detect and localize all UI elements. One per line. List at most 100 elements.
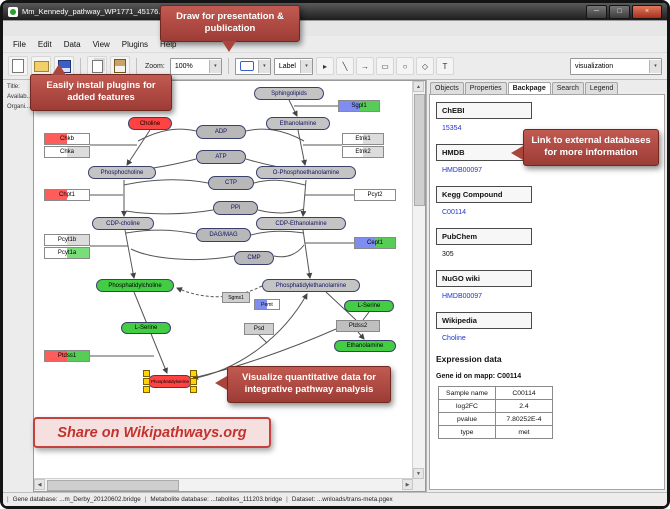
selection-handle[interactable] <box>190 386 197 393</box>
node-phosphatidylserine[interactable]: Phosphatidylserine <box>148 375 192 388</box>
table-cell: 2.4 <box>495 399 553 413</box>
label-tool[interactable]: T <box>435 57 454 75</box>
visualization-combobox[interactable]: visualization ▾ <box>570 57 662 75</box>
open-file-button[interactable] <box>31 56 51 76</box>
vertical-scrollbar[interactable]: ▲ ▼ <box>412 81 425 479</box>
toolbar-separator <box>227 58 229 74</box>
ellipse-tool[interactable]: ○ <box>395 57 414 75</box>
node-phosphocholine[interactable]: Phosphocholine <box>88 166 156 179</box>
node-pcyt1b[interactable]: Pcyt1b <box>44 234 90 246</box>
node-sgpl1[interactable]: Sgpl1 <box>338 100 380 112</box>
chevron-down-icon: ▾ <box>257 59 270 73</box>
menu-bar: File Edit Data View Plugins Help <box>3 36 667 53</box>
database-link[interactable]: 15354 <box>442 125 462 132</box>
database-link[interactable]: HMDB00097 <box>442 167 483 174</box>
datanode-combobox[interactable]: ▾ <box>234 57 271 75</box>
menu-item-file[interactable]: File <box>13 39 26 49</box>
divider: | <box>286 496 288 503</box>
database-link[interactable]: Choline <box>442 335 466 342</box>
node-ethanolamine[interactable]: Ethanolamine <box>334 340 396 352</box>
tab-backpage[interactable]: Backpage <box>507 82 551 94</box>
selection-tool[interactable]: ▸ <box>315 57 334 75</box>
menu-item-view[interactable]: View <box>92 39 110 49</box>
horizontal-scrollbar[interactable]: ◀ ▶ <box>34 478 413 491</box>
chevron-down-icon: ▾ <box>299 59 312 73</box>
scrollbar-corner <box>413 479 425 491</box>
node-phosphatidylcholine[interactable]: Phosphatidylcholine <box>96 279 174 292</box>
tab-properties[interactable]: Properties <box>464 82 507 94</box>
callout-visualize-pointer <box>215 376 227 390</box>
toolbar-separator <box>136 58 137 74</box>
node-ptdss1[interactable]: Ptdss1 <box>44 350 90 362</box>
node-cdp-ethanolamine[interactable]: CDP-Ethanolamine <box>256 217 346 230</box>
node-dag-mag[interactable]: DAG/MAG <box>196 228 251 242</box>
node-cept1[interactable]: Cept1 <box>354 237 396 249</box>
zoom-combobox[interactable]: 100% ▾ <box>169 57 222 75</box>
node-psd[interactable]: Psd <box>244 323 274 335</box>
maximize-button[interactable]: □ <box>609 4 630 19</box>
line-tool[interactable]: ╲ <box>335 57 354 75</box>
info-label-title: Title: <box>7 84 20 90</box>
selection-handle[interactable] <box>190 370 197 377</box>
node-ppi[interactable]: PPi <box>213 201 258 215</box>
minimize-button[interactable]: ─ <box>586 4 607 19</box>
node-chkb[interactable]: Chkb <box>44 133 90 145</box>
node-sgms1[interactable]: Sgms1 <box>222 292 250 303</box>
menu-item-edit[interactable]: Edit <box>37 39 52 49</box>
node-adp[interactable]: ADP <box>196 125 246 139</box>
tab-search[interactable]: Search <box>551 82 584 94</box>
horizontal-scroll-thumb[interactable] <box>47 480 179 491</box>
copy-button[interactable] <box>87 56 107 76</box>
node-cdp-choline[interactable]: CDP-choline <box>92 217 154 230</box>
selection-handle[interactable] <box>143 370 150 377</box>
node-etnk1[interactable]: Etnk1 <box>342 133 384 145</box>
node-pcyt1a[interactable]: Pcyt1a <box>44 247 90 259</box>
scroll-left-icon[interactable]: ◀ <box>34 479 45 490</box>
tab-legend[interactable]: Legend <box>584 82 619 94</box>
selection-handle[interactable] <box>190 377 197 385</box>
node-o-phosphoethanolamine[interactable]: O-Phosphoethanolamine <box>256 166 356 179</box>
node-phosphatidylethanolamine[interactable]: Phosphatidylethanolamine <box>262 279 360 292</box>
menu-item-plugins[interactable]: Plugins <box>121 39 149 49</box>
arrow-tool[interactable]: → <box>355 57 374 75</box>
node-ethanolamine[interactable]: Ethanolamine <box>266 117 330 130</box>
label-combobox[interactable]: Label ▾ <box>273 57 313 75</box>
new-file-button[interactable] <box>8 56 28 76</box>
window-chrome-strip <box>3 20 667 36</box>
node-atp[interactable]: ATP <box>196 150 246 164</box>
database-link[interactable]: HMDB00097 <box>442 293 483 300</box>
node-pcyt2[interactable]: Pcyt2 <box>354 189 396 201</box>
database-name: Wikipedia <box>436 312 532 329</box>
scroll-right-icon[interactable]: ▶ <box>402 479 413 490</box>
node-choline[interactable]: Choline <box>128 117 172 130</box>
node-cmp[interactable]: CMP <box>234 251 274 265</box>
expression-data-heading: Expression data <box>436 354 502 364</box>
close-button[interactable]: × <box>632 4 662 19</box>
node-etnk2[interactable]: Etnk2 <box>342 146 384 158</box>
node-chpt1[interactable]: Chpt1 <box>44 189 90 201</box>
status-segment: Dataset: ...wnloads/trans-meta.pgex <box>291 496 393 503</box>
menu-item-help[interactable]: Help <box>160 39 177 49</box>
title-bar[interactable]: Mm_Kennedy_pathway_WP1771_45176.gpml ─ □… <box>3 3 667 20</box>
node-sphingolipids[interactable]: Sphingolipids <box>254 87 324 100</box>
diamond-tool[interactable]: ◇ <box>415 57 434 75</box>
node-ctp[interactable]: CTP <box>208 176 254 190</box>
selection-handle[interactable] <box>143 377 150 385</box>
database-link[interactable]: C00114 <box>442 209 467 216</box>
scroll-up-icon[interactable]: ▲ <box>413 81 424 92</box>
rectangle-tool[interactable]: ▭ <box>375 57 394 75</box>
paste-button[interactable] <box>110 56 130 76</box>
vertical-scroll-thumb[interactable] <box>414 94 425 206</box>
status-segment: Gene database: ...m_Derby_20120602.bridg… <box>12 496 141 503</box>
selection-handle[interactable] <box>143 386 150 393</box>
table-cell: type <box>438 425 496 439</box>
node-ptdss2[interactable]: Ptdss2 <box>336 320 380 332</box>
menu-item-data[interactable]: Data <box>63 39 81 49</box>
node-chka[interactable]: Chka <box>44 146 90 158</box>
node-l-serine[interactable]: L-Serine <box>121 322 171 334</box>
node-l-serine[interactable]: L-Serine <box>344 300 394 312</box>
tab-objects[interactable]: Objects <box>430 82 464 94</box>
node-pemt[interactable]: Pemt <box>254 299 280 310</box>
scroll-down-icon[interactable]: ▼ <box>413 468 424 479</box>
